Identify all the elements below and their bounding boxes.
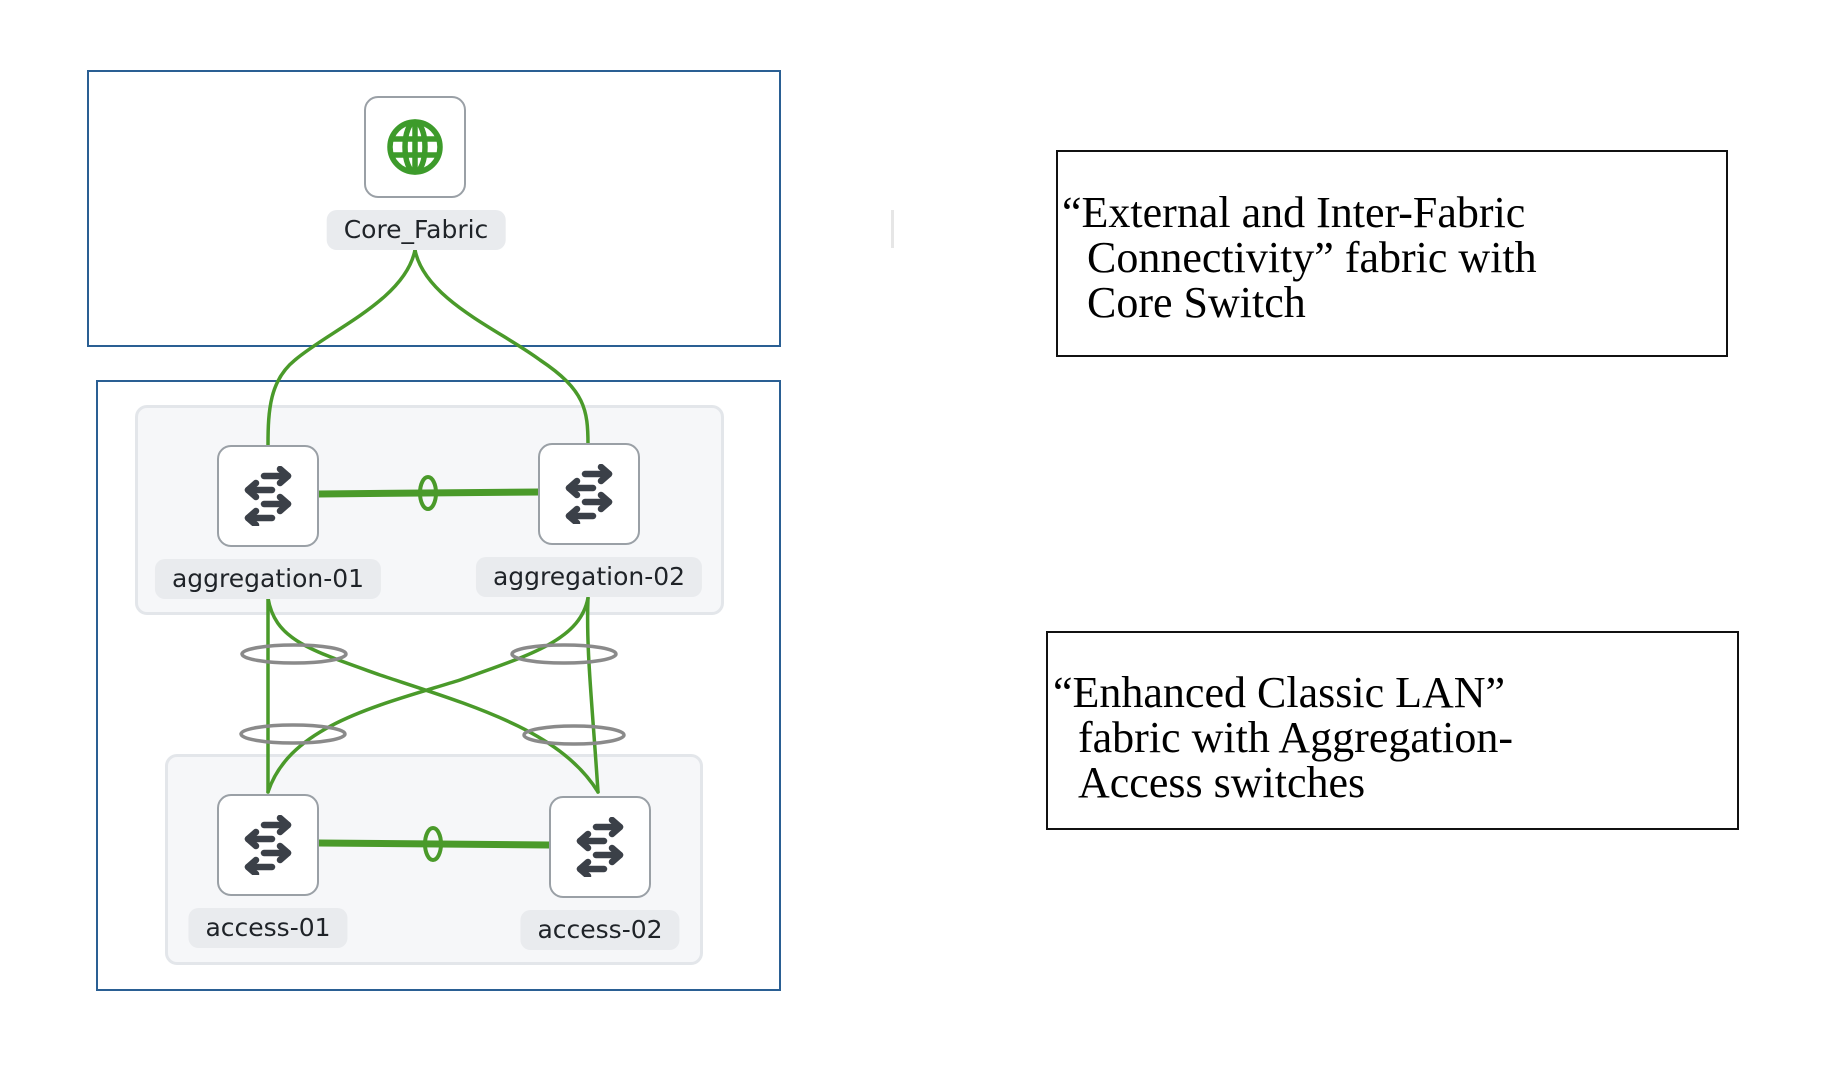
external-callout-line-1: “External and Inter-Fabric	[1062, 188, 1526, 237]
enhanced-callout-line-3: Access switches	[1078, 758, 1366, 807]
access-01-node[interactable]	[217, 794, 319, 896]
access-01-label: access-01	[188, 908, 348, 948]
link-core-agg1	[266, 248, 417, 447]
switch-icon	[570, 817, 630, 877]
link-access-peer	[314, 839, 553, 849]
core-fabric-label: Core_Fabric	[326, 210, 506, 250]
switch-icon	[238, 466, 298, 526]
aggregation-02-node[interactable]	[538, 443, 640, 545]
enhanced-callout-line-2: fabric with Aggregation-	[1078, 713, 1513, 762]
enhanced-lan-callout: “Enhanced Classic LAN” fabric with Aggre…	[1046, 631, 1739, 830]
enhanced-lan-fabric-frame	[96, 380, 781, 991]
switch-icon	[559, 464, 619, 524]
agg2-port-channel	[510, 643, 618, 665]
acc2-port-channel	[522, 724, 626, 746]
link-agg-peer	[314, 488, 544, 498]
core-fabric-node[interactable]	[364, 96, 466, 198]
access-02-label: access-02	[520, 910, 680, 950]
access-peer-port-channel	[423, 826, 443, 862]
globe-icon	[387, 119, 443, 175]
link-agg2-acc1	[266, 596, 590, 794]
link-agg2-acc2	[585, 596, 600, 794]
access-02-node[interactable]	[549, 796, 651, 898]
agg-peer-port-channel	[418, 475, 438, 511]
external-callout-line-3: Core Switch	[1087, 278, 1306, 327]
divider-mark	[891, 210, 894, 248]
link-agg1-acc2	[266, 596, 600, 794]
agg1-port-channel	[240, 643, 348, 665]
external-callout-line-2: Connectivity” fabric with	[1087, 233, 1537, 282]
enhanced-callout-line-1: “Enhanced Classic LAN”	[1053, 668, 1506, 717]
external-fabric-callout: “External and Inter-Fabric Connectivity”…	[1056, 150, 1728, 357]
switch-icon	[238, 815, 298, 875]
aggregation-01-label: aggregation-01	[154, 559, 382, 599]
acc1-port-channel	[239, 723, 347, 745]
external-fabric-frame	[87, 70, 781, 347]
link-core-agg2	[413, 248, 590, 447]
aggregation-01-node[interactable]	[217, 445, 319, 547]
aggregation-02-label: aggregation-02	[475, 557, 703, 597]
